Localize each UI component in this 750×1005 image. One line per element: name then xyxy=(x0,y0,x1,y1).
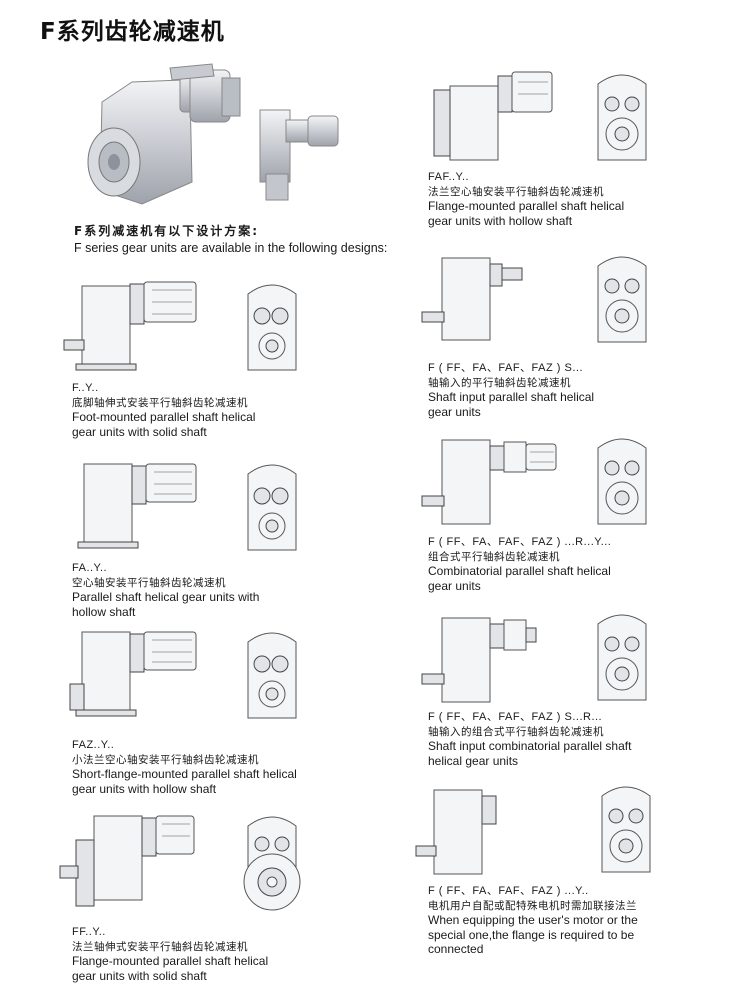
intro: F系列减速机有以下设计方案: F series gear units are a… xyxy=(74,223,387,257)
design-caption: F..Y.. 底脚轴伸式安装平行轴斜齿轮减速机 Foot-mounted par… xyxy=(72,382,256,439)
gear-unit-side-view xyxy=(421,257,523,341)
gear-unit-front-view xyxy=(597,74,647,161)
intro-zh: F系列减速机有以下设计方案: xyxy=(74,224,259,238)
gear-unit-side-view xyxy=(433,71,553,161)
gear-unit-front-view xyxy=(597,256,647,343)
gear-unit-side-view xyxy=(77,463,197,549)
gear-unit-front-view xyxy=(247,464,297,551)
gear-unit-side-view xyxy=(69,631,197,717)
product-photo xyxy=(87,63,339,205)
design-caption: FF..Y.. 法兰轴伸式安装平行轴斜齿轮减速机 Flange-mounted … xyxy=(72,926,269,983)
gear-unit-side-view xyxy=(421,439,557,525)
design-caption: F ( FF、FA、FAF、FAZ ) ...Y.. 电机用户自配或配特殊电机时… xyxy=(428,885,638,956)
gear-unit-side-view xyxy=(63,281,197,371)
gear-unit-front-view xyxy=(247,284,297,371)
design-caption: F ( FF、FA、FAF、FAZ ) S... 轴输入的平行轴斜齿轮减速机 S… xyxy=(428,362,595,419)
gear-unit-front-view xyxy=(243,816,301,911)
design-caption: F ( FF、FA、FAF、FAZ ) S...R... 轴输入的组合式平行轴斜… xyxy=(428,711,632,768)
intro-en: F series gear units are available in the… xyxy=(74,241,388,255)
gear-unit-side-view xyxy=(59,815,195,907)
gear-unit-front-view xyxy=(601,786,651,873)
gear-unit-front-view xyxy=(597,438,647,525)
design-caption: FA..Y.. 空心轴安装平行轴斜齿轮减速机 Parallel shaft he… xyxy=(72,562,260,619)
design-caption: FAF..Y.. 法兰空心轴安装平行轴斜齿轮减速机 Flange-mounted… xyxy=(428,171,625,228)
gear-unit-side-view xyxy=(421,617,537,703)
page-title: F系列齿轮减速机 xyxy=(40,19,225,45)
gear-unit-side-view xyxy=(415,789,497,875)
design-caption: FAZ..Y.. 小法兰空心轴安装平行轴斜齿轮减速机 Short-flange-… xyxy=(72,739,297,796)
design-caption: F ( FF、FA、FAF、FAZ ) ...R...Y... 组合式平行轴斜齿… xyxy=(428,536,612,593)
gear-unit-front-view xyxy=(247,632,297,719)
gear-unit-front-view xyxy=(597,614,647,701)
